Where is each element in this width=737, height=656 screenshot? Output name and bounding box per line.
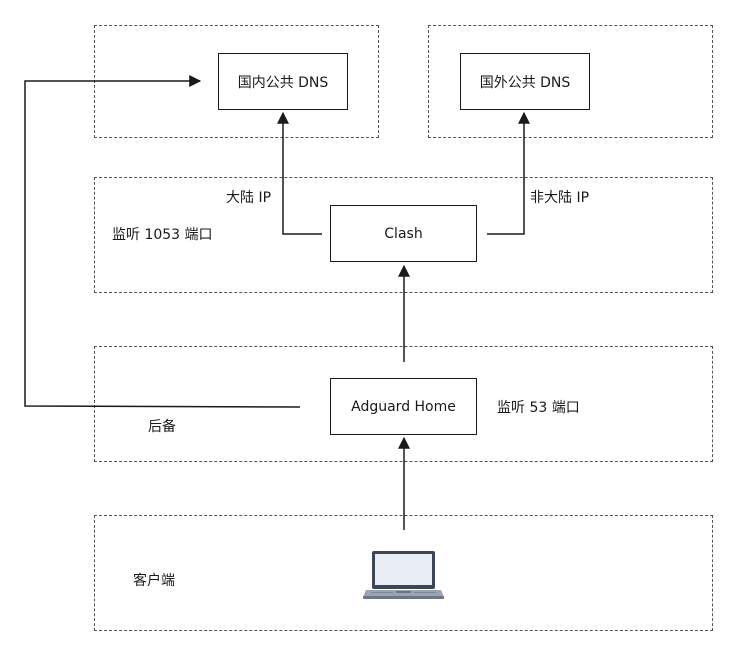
laptop-icon [363, 551, 444, 599]
foreign-dns-node: 国外公共 DNS [460, 53, 590, 110]
non-mainland-ip-label: 非大陆 IP [530, 190, 590, 206]
clash-node: Clash [330, 205, 477, 262]
client-label: 客户端 [133, 573, 175, 589]
domestic-dns-node: 国内公共 DNS [218, 53, 348, 110]
edge-clash-to-foreign [487, 111, 530, 235]
zone-foreign-dns [428, 25, 713, 138]
fallback-label: 后备 [148, 419, 176, 435]
edge-clash-to-domestic [277, 111, 322, 235]
mainland-ip-label: 大陆 IP [226, 190, 272, 206]
adguard-home-node: Adguard Home [330, 378, 477, 435]
listen-53-label: 监听 53 端口 [497, 400, 580, 416]
edge-fallback-to-domestic [24, 75, 301, 408]
listen-1053-label: 监听 1053 端口 [112, 227, 213, 243]
